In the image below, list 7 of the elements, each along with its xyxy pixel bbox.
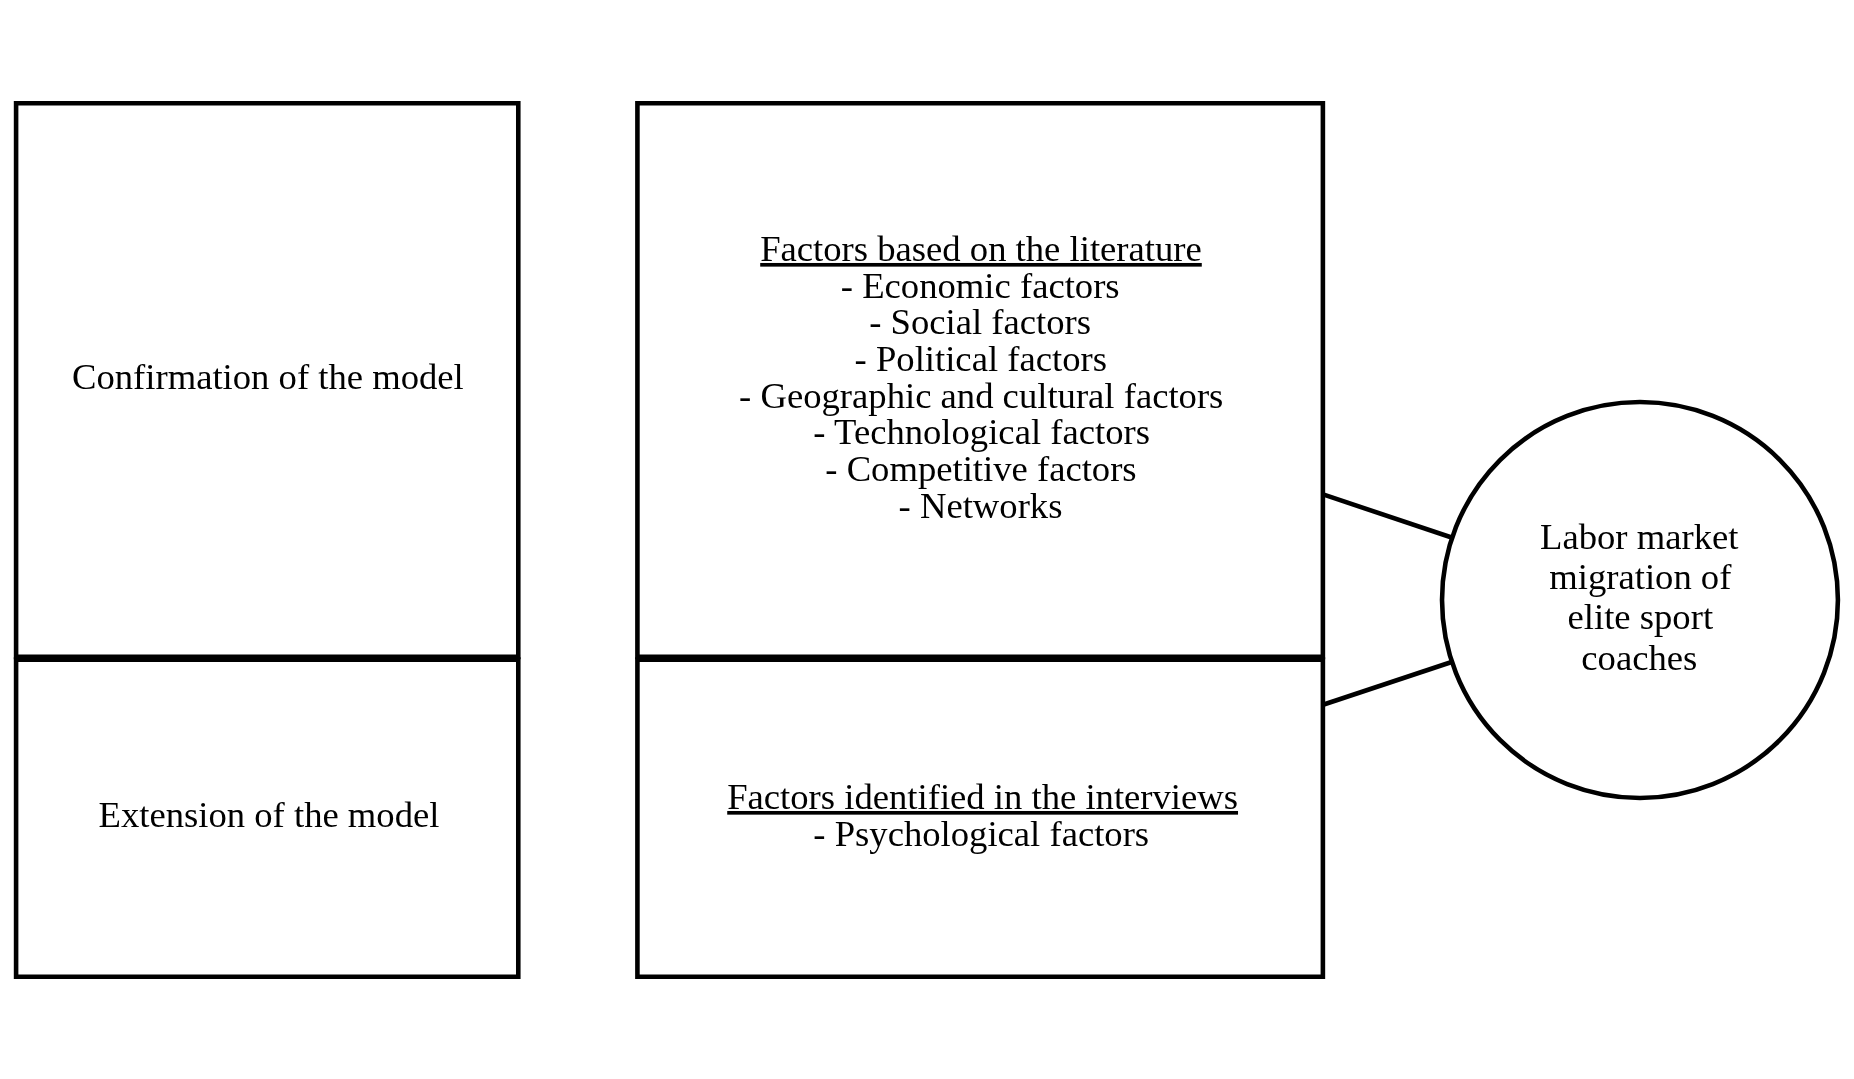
node-box: Factors identified in the interviews - Psychological factors [635, 656, 1326, 979]
node-box: Confirmation of the model [13, 100, 521, 659]
connector [1322, 659, 1453, 707]
node-box: Factors based on the literature - Economic factors - Social factors - Political factors - Geographic and cultural factors - Technological factors - Competitive factors - Networks [635, 100, 1326, 659]
connector [1322, 491, 1453, 540]
node-box: Extension of the model [13, 656, 521, 979]
node-circle: Labor market migration of elite sport coaches [1439, 399, 1841, 800]
